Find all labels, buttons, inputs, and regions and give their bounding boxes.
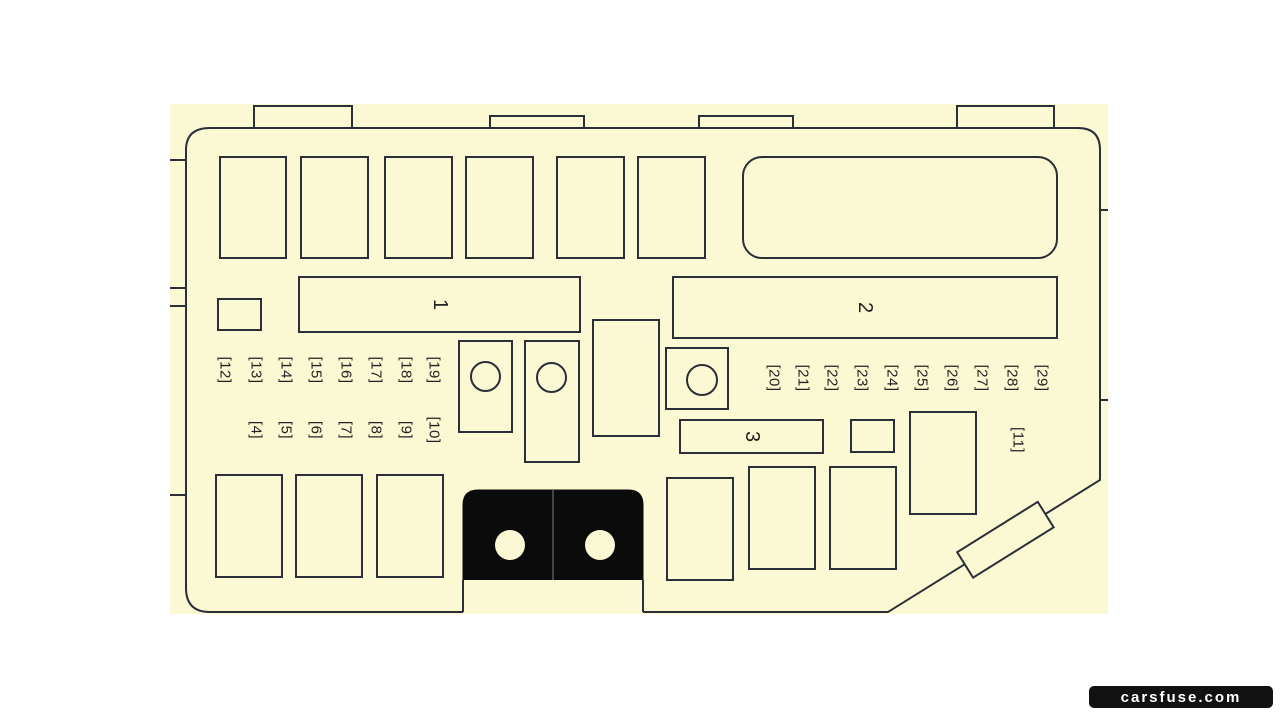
watermark: carsfuse.com [1089,686,1273,708]
connector-block [462,489,644,614]
fuse-block-1: 1 [298,276,581,333]
terminal-circle [536,362,567,393]
bolt-hole [585,530,615,560]
large-module [742,156,1058,259]
fuse-slot-18: [18] [397,356,415,384]
fuse-block-2-label: 2 [854,301,877,314]
top-tab [489,115,585,129]
terminal-circle [470,361,501,392]
fuse-slot-12: [12] [216,356,234,384]
top-tab [956,105,1055,129]
fuse-slot-20: [20] [765,364,783,392]
relay [215,474,283,578]
fuse-slot-7: [7] [337,420,355,440]
fuse-slot-24: [24] [883,364,901,392]
relay-with-terminal [524,340,580,463]
top-tab [253,105,353,129]
fuse-slot-4: [4] [247,420,265,440]
relay [829,466,897,570]
fuse-block-2: 2 [672,276,1058,339]
fuse-slot-15: [15] [307,356,325,384]
relay [666,477,734,581]
fuse-slot-27: [27] [973,364,991,392]
fuse-slot-16: [16] [337,356,355,384]
fuse-block-3: 3 [679,419,824,454]
fuse-slot-28: [28] [1003,364,1021,392]
relay [295,474,363,578]
fuse-slot-26: [26] [943,364,961,392]
relay [909,411,977,515]
relay [556,156,625,259]
fuse-slot-5: [5] [277,420,295,440]
fuse-slot-22: [22] [823,364,841,392]
fuse-block-3-label: 3 [741,430,763,443]
relay [384,156,453,259]
fuse-slot-8: [8] [367,420,385,440]
bolt-hole [495,530,525,560]
fuse-slot-9: [9] [397,420,415,440]
fuse-slot-29: [29] [1033,364,1051,392]
relay [748,466,816,570]
small-relay [850,419,895,453]
relay [219,156,287,259]
relay [376,474,444,578]
fuse-slot-23: [23] [853,364,871,392]
fuse-slot-11: [11] [1009,427,1027,453]
fuse-slot-6: [6] [307,420,325,440]
terminal-circle [686,364,718,396]
small-relay [217,298,262,331]
relay [300,156,369,259]
side-stubs [170,159,1108,496]
fuse-slot-21: [21] [794,364,812,392]
fuse-block-1-label: 1 [429,298,451,311]
fuse-slot-17: [17] [367,356,385,384]
fuse-slot-10: [10] [425,416,443,444]
relay [592,319,660,437]
fuse-slot-25: [25] [913,364,931,392]
fuse-slot-13: [13] [247,356,265,384]
relay [465,156,534,259]
fuse-slot-14: [14] [277,356,295,384]
relay [637,156,706,259]
top-tab [698,115,794,129]
side-tab [955,500,1056,580]
fuse-slot-19: [19] [425,356,443,384]
